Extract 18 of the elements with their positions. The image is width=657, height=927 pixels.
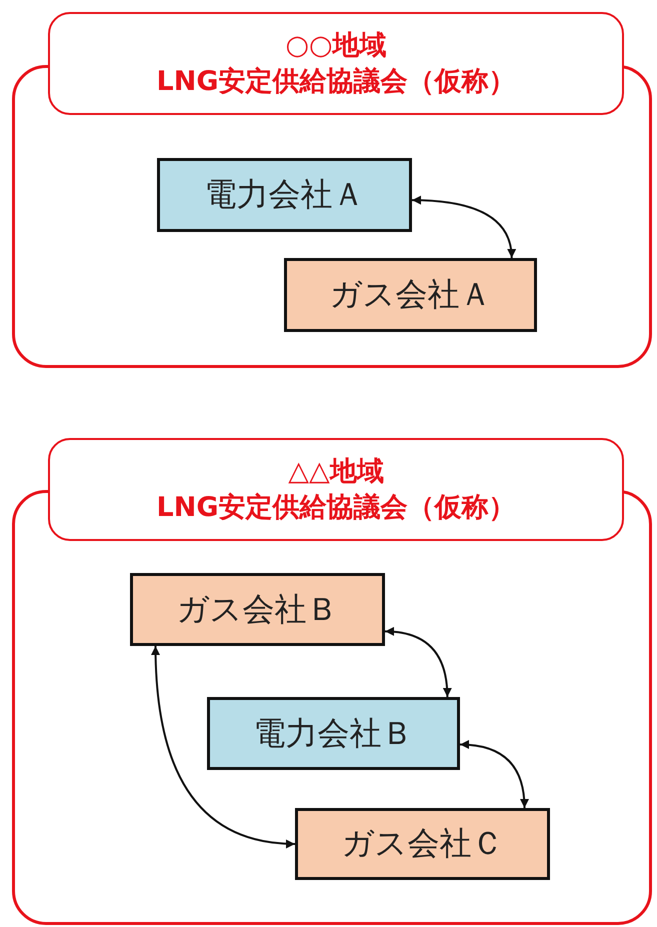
company-box bbox=[284, 258, 537, 332]
company-box bbox=[207, 697, 460, 770]
company-box bbox=[295, 808, 550, 880]
company-name: 電力会社Ａ bbox=[204, 174, 364, 215]
company-name: ガス会社Ｂ bbox=[176, 588, 338, 630]
company-box bbox=[130, 573, 385, 646]
council-name: LNG安定供給協議会（仮称） bbox=[156, 490, 516, 524]
region-name: ○○地域 bbox=[285, 29, 387, 64]
council-name: LNG安定供給協議会（仮称） bbox=[156, 64, 516, 98]
company-box bbox=[157, 158, 412, 232]
double-arrow bbox=[384, 627, 452, 698]
region-name: △△地域 bbox=[288, 455, 384, 490]
double-arrow bbox=[460, 740, 529, 808]
double-arrow bbox=[412, 196, 516, 258]
company-name: ガス会社Ａ bbox=[330, 274, 492, 315]
double-arrow bbox=[151, 646, 296, 848]
company-name: 電力会社Ｂ bbox=[254, 712, 414, 754]
company-name: ガス会社Ｃ bbox=[342, 823, 504, 864]
